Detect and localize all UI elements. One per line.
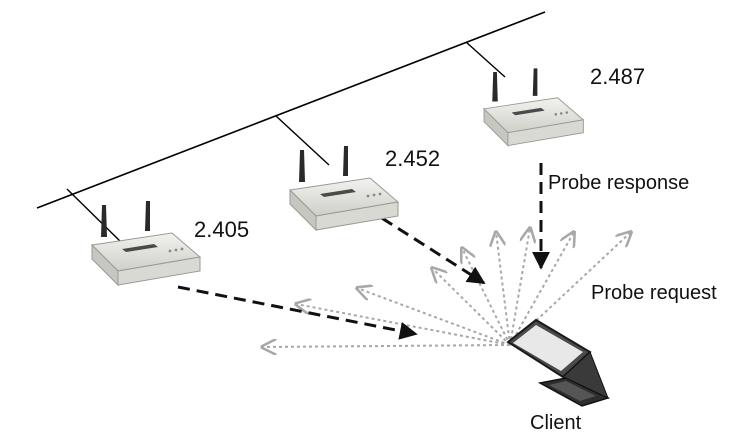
probe-response-arrow-ap-1 [177,285,418,340]
drop-line-ap-3 [465,41,506,78]
laptop-icon [506,318,611,407]
access-point-1 [91,200,201,286]
probe-request-arrow [357,288,511,346]
probe-request-arrow [509,232,574,346]
probe-request-arrow [432,268,511,346]
drop-line-ap-1 [66,188,125,246]
client-label: Client [530,412,582,434]
probe-request-arrow [496,232,511,346]
probe-request-arrow [296,304,511,346]
probe-response-arrows [177,163,550,340]
probe-response-arrow-ap-2 [365,206,486,285]
ap-3-channel-label: 2.487 [590,64,646,89]
ap-2-channel-label: 2.452 [385,146,441,171]
probe-response-label: Probe response [548,172,690,194]
wireless-access-point-icon [289,145,399,231]
probe-request-arrow [509,228,530,346]
probe-request-arrow [462,248,511,346]
probe-request-arrows [262,228,631,347]
access-point-2 [289,145,399,231]
probe-request-arrow [262,345,511,347]
backbone-line [36,11,546,209]
wireless-access-point-icon [483,67,584,147]
wireless-access-point-icon [91,200,201,286]
access-point-3 [483,67,584,147]
drop-line-ap-2 [275,115,330,166]
ap-1-channel-label: 2.405 [194,217,250,242]
probe-request-label: Probe request [591,282,717,304]
